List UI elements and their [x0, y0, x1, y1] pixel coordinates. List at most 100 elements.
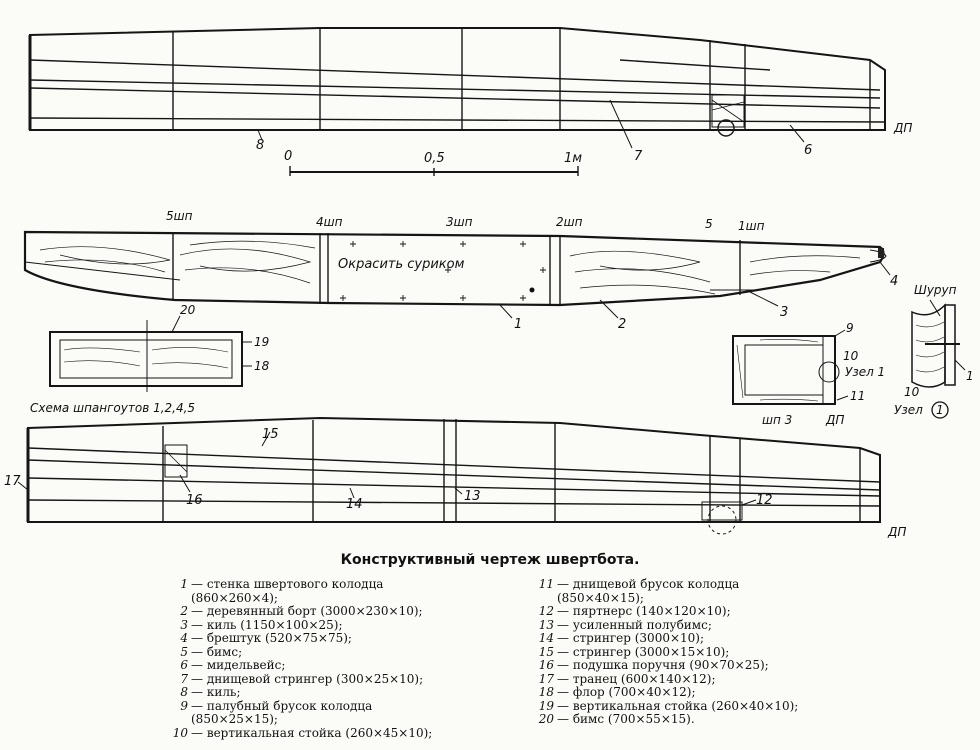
legend-right: 11— днищевой брусок колодца (850×40×15);… [538, 577, 803, 727]
legend-text: — днищевой брусок колодца (850×40×15); [557, 577, 740, 605]
legend-number: 18 [538, 685, 554, 699]
legend-number: 13 [538, 617, 554, 632]
legend-number: 15 [538, 644, 554, 659]
legend-left: 1— стенка швертового колодца (860×260×4)… [172, 577, 452, 741]
legend-number: 7 [180, 671, 188, 686]
legend-number: 11 [538, 577, 554, 591]
station-4: 4шп [316, 215, 343, 229]
legend-item: 2— деревянный борт (3000×230×10); [172, 604, 452, 619]
legend-item: 9— палубный брусок колодца (850×25×15); [172, 698, 452, 727]
paint-marks [340, 241, 546, 301]
legend-text: — деревянный борт (3000×230×10); [191, 604, 423, 618]
legend-item: 5— бимс; [172, 644, 452, 660]
dp-label-bottom: ДП [888, 525, 907, 539]
legend-text: — стрингер (3000×15×10); [557, 644, 730, 659]
legend-number: 3 [180, 617, 188, 632]
legend-text: — киль; [191, 685, 241, 699]
scale-half: 0,5 [424, 151, 445, 166]
legend-number: 17 [538, 671, 554, 686]
callout-19: 19 [254, 335, 270, 349]
callout-12: 12 [756, 493, 773, 508]
legend-text: — транец (600×140×12); [557, 671, 716, 686]
legend-number: 8 [180, 685, 188, 699]
callout-1: 1 [514, 317, 523, 332]
dp-label-frame: ДП [826, 413, 845, 427]
legend-item: 3— киль (1150×100×25); [172, 617, 452, 633]
legend-text: — подушка поручня (90×70×25); [557, 658, 769, 672]
frames-scheme [49, 315, 252, 392]
legend-number: 1 [180, 577, 188, 591]
legend-number: 19 [538, 698, 554, 713]
scale-bar [289, 166, 579, 176]
legend-item: 15— стрингер (3000×15×10); [538, 644, 803, 660]
callout-11: 11 [850, 389, 866, 403]
legend-number: 20 [538, 712, 554, 726]
legend-text: — брештук (520×75×75); [191, 631, 352, 645]
legend-number: 4 [180, 631, 188, 645]
legend-item: 4— брештук (520×75×75); [172, 631, 452, 646]
legend-text: — бимс; [191, 644, 243, 659]
legend-text: — флор (700×40×12); [557, 685, 696, 699]
station-5: 5шп [166, 209, 193, 223]
callout-10b: 10 [904, 385, 920, 399]
callout-5: 5 [705, 217, 713, 231]
top-hull-view [28, 27, 886, 149]
callout-20: 20 [180, 303, 196, 317]
legend-text: — мидельвейс; [191, 658, 286, 672]
bottom-hull-view [17, 416, 881, 535]
legend-text: — пяртнерс (140×120×10); [557, 604, 731, 618]
legend-number: 14 [538, 631, 554, 645]
legend-text: — вертикальная стойка (260×40×10); [557, 698, 799, 713]
frame-3-caption: шп 3 [762, 413, 793, 427]
node-label: Узел [894, 403, 923, 417]
construction-drawing: 8 7 6 ДП 0 0,5 1м 5шп 4шп 3шп 2шп 1шп 5 … [4, 27, 974, 539]
callout-13: 13 [464, 489, 481, 504]
legend-item: 18— флор (700×40×12); [538, 685, 803, 700]
legend-item: 20— бимс (700×55×15). [538, 712, 803, 727]
figure-title: Конструктивный чертеж швертбота. [340, 552, 640, 568]
legend-item: 16— подушка поручня (90×70×25); [538, 658, 803, 673]
node-1-detail [911, 299, 966, 419]
legend-text: — вертикальная стойка (260×45×10); [191, 725, 433, 740]
legend-number: 10 [172, 725, 188, 740]
drawing-svg [17, 27, 966, 535]
callout-14: 14 [346, 497, 363, 512]
scale-one: 1м [564, 151, 583, 166]
side-hull-view [23, 230, 891, 319]
callout-1b: 1 [966, 369, 974, 383]
callout-8: 8 [256, 138, 265, 153]
station-2: 2шп [556, 215, 583, 229]
legend-item: 11— днищевой брусок колодца (850×40×15); [538, 577, 803, 605]
legend-text: — бимс (700×55×15). [557, 712, 695, 726]
legend-number: 16 [538, 658, 554, 672]
station-3: 3шп [446, 215, 473, 229]
legend-item: 10— вертикальная стойка (260×45×10); [172, 725, 452, 741]
paint-note: Окрасить суриком [338, 257, 465, 272]
screw-label: Шуруп [914, 283, 957, 297]
legend-item: 12— пяртнерс (140×120×10); [538, 604, 803, 619]
callout-9: 9 [846, 321, 854, 335]
legend-text: — стенка швертового колодца (860×260×4); [191, 577, 384, 605]
legend-item: 8— киль; [172, 685, 452, 700]
legend-number: 12 [538, 604, 554, 618]
callout-2: 2 [618, 317, 627, 332]
legend-text: — палубный брусок колодца (850×25×15); [191, 698, 373, 726]
callout-6: 6 [804, 143, 813, 158]
callout-4: 4 [890, 274, 899, 289]
frames-scheme-caption: Схема шпангоутов 1,2,4,5 [30, 401, 196, 415]
station-1: 1шп [738, 219, 765, 233]
callout-16: 16 [186, 493, 203, 508]
node-number: 1 [936, 403, 944, 417]
dp-label-top: ДП [894, 121, 913, 135]
legend-text: — киль (1150×100×25); [191, 617, 343, 632]
callout-10: 10 [843, 349, 859, 363]
legend-number: 9 [180, 698, 188, 713]
legend-item: 6— мидельвейс; [172, 658, 452, 673]
callout-7: 7 [634, 149, 643, 164]
wood-grain [39, 240, 861, 295]
legend-number: 2 [180, 604, 188, 618]
legend-item: 13— усиленный полубимс; [538, 617, 803, 633]
callout-15: 15 [262, 427, 279, 442]
callout-17: 17 [4, 474, 21, 489]
scale-zero: 0 [284, 149, 293, 164]
